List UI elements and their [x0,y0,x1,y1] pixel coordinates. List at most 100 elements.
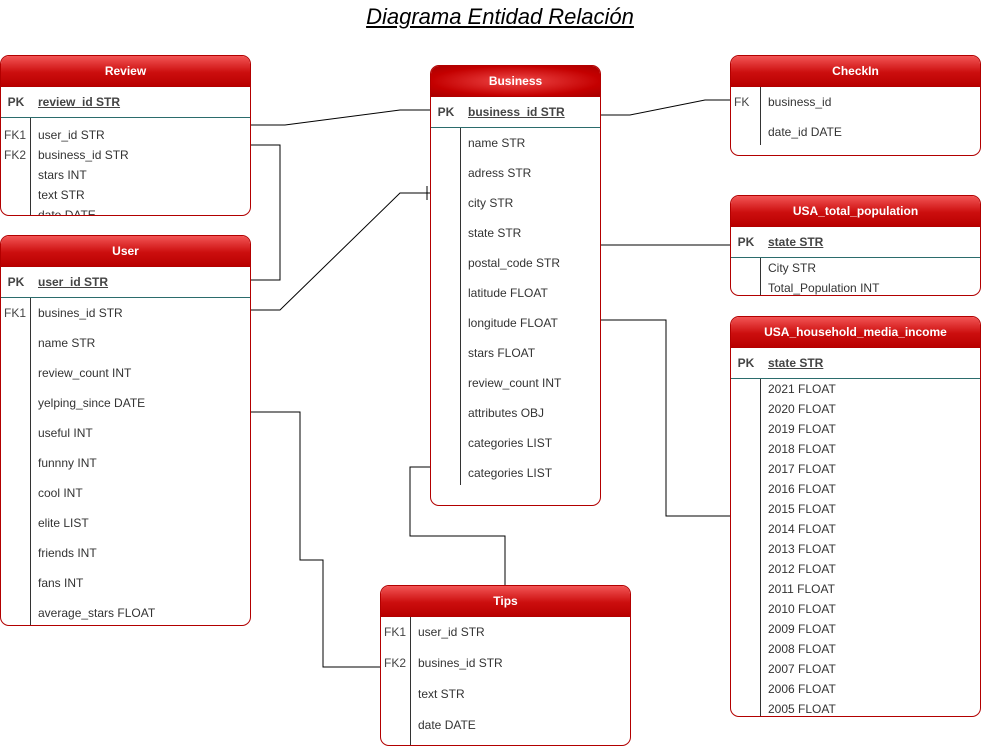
field-name: longitude FLOAT [468,316,558,330]
field-name: 2020 FLOAT [768,402,836,416]
key-column-divider [760,258,761,295]
field-name: 2021 FLOAT [768,382,836,396]
field-name: name STR [38,336,96,350]
entity-header: Review [1,56,250,87]
pk-field: state STR [768,356,824,370]
field-name: elite LIST [38,516,89,530]
field-name: fans INT [38,576,84,590]
entity-header: USA_total_population [731,196,980,227]
field-list: City STR Total_Population INT [731,258,980,295]
field-name: stars FLOAT [468,346,536,360]
pk-label: PK [7,275,25,289]
entity-header: User [1,236,250,267]
link-business-tips [409,466,506,586]
field-name: text STR [38,188,85,202]
entity-header: USA_household_media_income [731,317,980,348]
field-name: review_count INT [468,376,562,390]
primary-key-row: PK business_id STR [431,97,600,128]
field-name: date_id DATE [768,125,842,139]
field-name: 2016 FLOAT [768,482,836,496]
link-business-income [600,319,731,517]
field-name: stars INT [38,168,87,182]
key-column-divider [760,379,761,716]
foreign-key-label: FK1 [4,306,27,320]
field-name: average_stars FLOAT [38,606,156,620]
key-column-divider [460,128,461,485]
pk-field: user_id STR [38,275,109,289]
pk-field: state STR [768,235,824,249]
link-user-tips [250,411,381,668]
field-name: 2018 FLOAT [768,442,836,456]
field-name: state STR [468,226,522,240]
field-name: 2010 FLOAT [768,602,836,616]
pk-label: PK [737,235,755,249]
field-name: 2009 FLOAT [768,622,836,636]
field-name: postal_code STR [468,256,561,270]
entity-header: CheckIn [731,56,980,87]
field-name: 2013 FLOAT [768,542,836,556]
foreign-key-label: FK2 [4,148,27,162]
field-name: 2015 FLOAT [768,502,836,516]
key-column-divider [30,298,31,625]
key-column-divider [760,87,761,145]
field-list: name STR adress STR city STR state STR posta… [431,128,600,505]
field-name: 2005 FLOAT [768,702,836,716]
link-business-checkin [600,99,731,116]
field-name: user_id STR [418,625,485,639]
link-review-user [250,144,281,281]
field-name: city STR [468,196,514,210]
entity-header: Tips [381,586,630,617]
field-name: latitude FLOAT [468,286,548,300]
foreign-key-label: FK [734,95,750,109]
field-name: cool INT [38,486,83,500]
foreign-key-label: FK1 [384,625,407,639]
field-name: business_id [768,95,832,109]
primary-key-row: PK user_id STR [1,267,250,298]
field-name: City STR [768,261,816,275]
field-name: 2017 FLOAT [768,462,836,476]
field-name: 2019 FLOAT [768,422,836,436]
field-name: name STR [468,136,526,150]
link-review-business [250,109,431,126]
field-name: busines_id STR [418,656,503,670]
pk-field: review_id STR [38,95,121,109]
pk-field: business_id STR [468,105,565,119]
link-user-business [250,192,431,311]
field-name: adress STR [468,166,532,180]
diagram-title: Diagrama Entidad Relación [366,4,634,29]
field-name: text STR [418,687,465,701]
field-name: 2012 FLOAT [768,562,836,576]
field-name: user_id STR [38,128,105,142]
entity-header: Business [431,66,600,97]
field-name: friends INT [38,546,97,560]
field-name: Total_Population INT [768,281,880,295]
field-name: categories LIST [468,436,553,450]
pk-label: PK [437,105,455,119]
key-column-divider [30,118,31,215]
field-name: 2008 FLOAT [768,642,836,656]
field-name: 2014 FLOAT [768,522,836,536]
field-name: 2007 FLOAT [768,662,836,676]
field-name: useful INT [38,426,93,440]
field-name: date DATE [418,718,476,732]
field-list: FK business_id date_id DATE [731,87,980,155]
field-name: busines_id STR [38,306,123,320]
field-list: 2021 FLOAT 2020 FLOAT 2019 FLOAT 2018 FLOAT… [731,379,980,716]
key-column-divider [410,617,411,745]
field-name: review_count INT [38,366,132,380]
field-name: date DATE [38,208,96,216]
field-name: funnny INT [38,456,97,470]
field-name: business_id STR [38,148,129,162]
primary-key-row: PK state STR [731,227,980,258]
